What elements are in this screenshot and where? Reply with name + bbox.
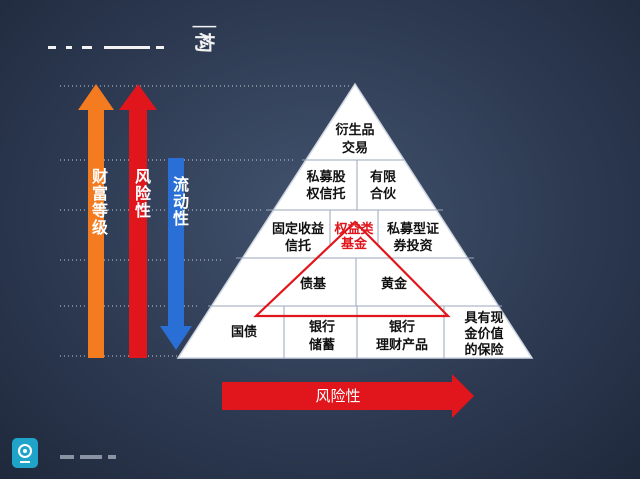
horizontal-arrow-label: 风险性 [315,387,360,405]
brand-logo-icon [12,438,38,468]
liquidity-label: 流动性 [170,176,189,227]
risk-vertical-label: 风险性 [132,168,151,219]
row5-label-3-line2: 理财产品 [376,337,428,353]
row4-right-label: 黄金 [381,276,408,292]
liquidity-arrow [160,158,192,350]
apex-label-line2: 交易 [342,140,368,156]
row5-label-1: 国债 [231,324,257,340]
row2-left-line1: 私募股 [306,169,345,185]
row3-right-line1: 私募型证 [387,221,439,237]
row2-left-line2: 权信托 [305,186,345,202]
row5-label-4-line3: 的保险 [464,342,504,358]
highlight-triangle [253,220,451,318]
row5-label-2-line2: 储蓄 [308,337,335,353]
wealth-arrow [78,84,114,358]
row5-label-3-line1: 银行 [389,319,415,335]
row3-mid-line2: 基金 [340,236,368,252]
row2-right-line1: 有限 [370,169,397,185]
risk-horizontal-arrow [222,374,474,418]
footer-watermark [60,452,130,465]
row5-label-2-line1: 银行 [309,319,335,335]
row3-right-line2: 券投资 [392,238,432,254]
row3-left-line2: 信托 [285,238,311,254]
pyramid [176,82,534,359]
wealth-level-label: 财富等级 [89,168,108,236]
row3-mid-line1: 权益类 [333,221,374,237]
apex-label-line1: 衍生品 [334,122,374,138]
row3-left-line1: 固定收益 [272,221,324,237]
row2-right-line2: 合伙 [370,186,397,202]
row5-label-4-line1: 具有现 [464,310,503,326]
title-fragment-strokes [48,40,168,50]
row5-label-4-line2: 金价值 [463,326,503,342]
risk-vertical-arrow [119,84,157,358]
row4-left-label: 债基 [300,276,327,292]
